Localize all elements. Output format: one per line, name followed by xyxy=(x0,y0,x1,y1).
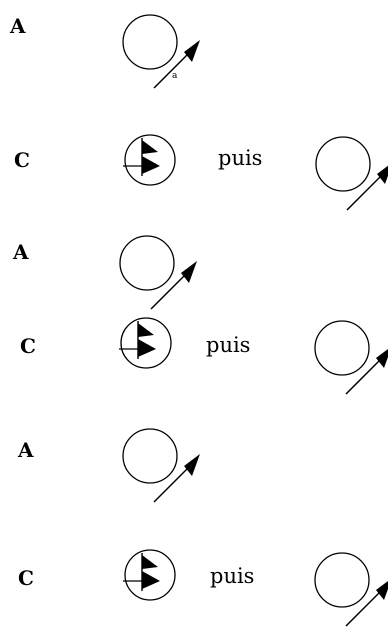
row-2-label: C xyxy=(14,148,30,172)
row-5-label: A xyxy=(18,438,34,462)
circle-arrow-icon xyxy=(119,235,198,310)
row-3-label: A xyxy=(13,240,29,264)
row-2-puis: puis xyxy=(218,146,263,170)
circle-arrow-icon xyxy=(122,428,201,503)
circle-arrow-icon xyxy=(122,14,201,89)
circle-flags-icon xyxy=(118,317,172,369)
circle-flags-icon xyxy=(122,134,176,186)
stray-mark: a xyxy=(172,71,178,81)
row-4-label: C xyxy=(20,334,36,358)
circle-arrow-icon xyxy=(314,320,388,395)
circle-arrow-icon xyxy=(314,552,388,627)
circle-arrow-icon xyxy=(315,136,388,211)
circle-flags-icon xyxy=(122,549,176,601)
row-6-puis: puis xyxy=(210,564,255,588)
row-4-puis: puis xyxy=(206,333,251,357)
row-6-label: C xyxy=(18,566,34,590)
row-1-label: A xyxy=(10,14,26,38)
